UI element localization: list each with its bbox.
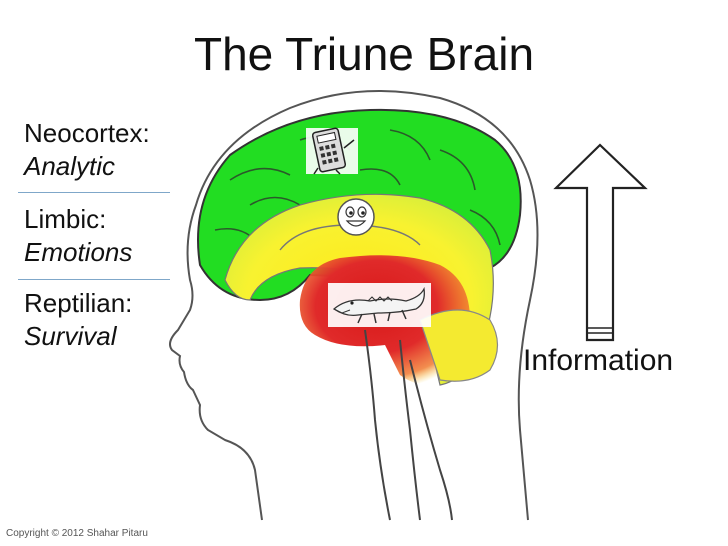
smiley-face-icon (337, 198, 375, 236)
divider (18, 279, 170, 280)
brain-stem (364, 329, 453, 521)
limbic-label: Limbic: Emotions (24, 203, 132, 269)
copyright-notice: Copyright © 2012 Shahar Pitaru (6, 528, 148, 539)
page-title: The Triune Brain (193, 28, 535, 80)
cerebellum (419, 309, 499, 382)
crocodile-icon (328, 283, 431, 327)
layer-description: Survival (24, 321, 117, 351)
layer-name: Neocortex: (24, 118, 150, 148)
layer-description: Emotions (24, 237, 133, 267)
information-label: Information (523, 344, 674, 377)
calculator-icon (306, 127, 358, 175)
reptilian-label: Reptilian: Survival (24, 287, 132, 353)
head-outline (169, 89, 539, 521)
neocortex-label: Neocortex: Analytic (24, 117, 150, 183)
layer-name: Limbic: (24, 204, 107, 234)
information-arrow-icon (553, 143, 648, 342)
layer-description: Analytic (24, 151, 116, 181)
layer-name: Reptilian: (24, 288, 133, 318)
divider (18, 192, 170, 193)
